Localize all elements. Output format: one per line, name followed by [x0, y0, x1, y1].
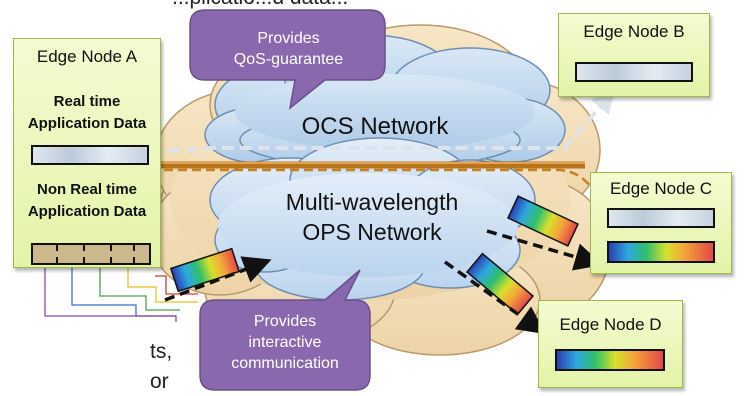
edge-node-c-title: Edge Node C	[609, 179, 713, 198]
ops-network-label-line2: OPS Network	[302, 219, 442, 245]
edge-node-b-title: Edge Node B	[583, 22, 685, 41]
edge-node-c: Edge Node C	[590, 172, 732, 274]
interactive-callout: Provides interactive communication	[200, 311, 370, 374]
ops-network-label: Multi-wavelength OPS Network	[262, 187, 482, 247]
qos-callout-line2: QoS-guarantee	[233, 51, 344, 68]
interactive-callout-line1: Provides	[253, 313, 317, 330]
edge-node-a-title: Edge Node A	[36, 47, 138, 66]
buffer-divider	[132, 245, 135, 263]
realtime-data-bar	[31, 145, 149, 165]
ops-cloud-fill	[218, 173, 518, 277]
ocs-lightpath-to-b	[149, 88, 616, 154]
buffer-divider	[109, 245, 112, 263]
qos-callout-shape	[189, 9, 386, 110]
buffer-divider	[56, 245, 59, 263]
nonrealtime-data-bar	[31, 243, 151, 265]
edge-node-d: Edge Node D	[538, 300, 683, 388]
realtime-label-line1: Real time	[53, 93, 121, 110]
top-text-fragment: ...plicatio...d data...	[172, 0, 348, 10]
interactive-callout-shape	[199, 269, 371, 391]
nonrealtime-data-label: Non Real time Application Data	[14, 179, 160, 223]
nonrealtime-label-line2: Application Data	[27, 203, 147, 220]
edge-node-c-grey-bar	[607, 208, 715, 228]
realtime-data-label: Real time Application Data	[14, 91, 160, 135]
edge-node-b: Edge Node B	[558, 13, 710, 97]
bottom-text-line2: or	[150, 370, 169, 393]
realtime-label-line2: Application Data	[27, 115, 147, 132]
ocs-cloud-fill	[235, 74, 535, 150]
buffer-divider	[82, 245, 85, 263]
qos-callout-line1: Provides	[257, 30, 320, 47]
ops-network-label-line1: Multi-wavelength	[285, 189, 459, 215]
packet-near-a	[169, 247, 241, 293]
arrow-a-to-ops	[164, 256, 272, 302]
edge-node-a: Edge Node A Real time Application Data N…	[13, 38, 161, 268]
edge-node-d-title: Edge Node D	[559, 315, 662, 334]
qos-callout: Provides QoS-guarantee	[196, 28, 381, 70]
edge-node-c-rainbow-bar	[607, 241, 715, 263]
arrow-ops-to-c	[486, 229, 603, 271]
packet-to-d	[465, 252, 535, 316]
bottom-text-line1: ts,	[150, 340, 173, 363]
edge-node-b-bar	[575, 62, 693, 82]
nonrealtime-label-line1: Non Real time	[36, 181, 138, 198]
interactive-callout-line3: communication	[231, 355, 339, 372]
interactive-callout-line2: interactive	[248, 334, 322, 351]
arrow-ops-to-d	[443, 260, 546, 335]
packet-to-c	[507, 195, 579, 247]
edge-node-d-rainbow-bar	[555, 349, 665, 371]
ocs-network-label: OCS Network	[301, 113, 449, 140]
